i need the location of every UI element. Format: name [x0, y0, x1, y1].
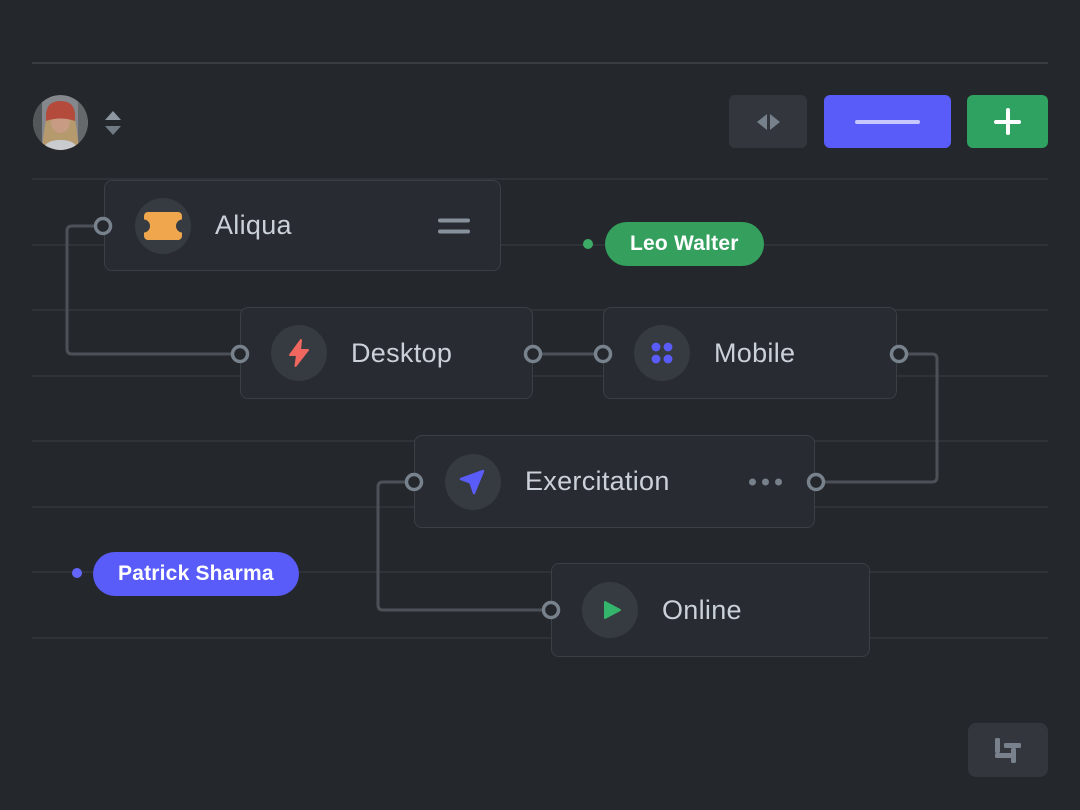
- badge-patrick-sharma[interactable]: Patrick Sharma: [93, 552, 299, 596]
- ticket-icon: [144, 211, 182, 240]
- node-label: Desktop: [351, 337, 453, 368]
- user-avatar-photo: [33, 95, 88, 150]
- avatar[interactable]: [33, 95, 88, 150]
- node-online[interactable]: Online: [551, 563, 870, 657]
- node-desktop[interactable]: Desktop: [240, 307, 533, 399]
- primary-action-button[interactable]: [824, 95, 951, 148]
- node-icon-circle: [135, 197, 191, 254]
- lightning-icon: [289, 339, 309, 367]
- play-icon: [604, 601, 621, 619]
- node-label: Aliqua: [215, 210, 292, 240]
- settings-button[interactable]: [968, 723, 1048, 777]
- node-icon-circle: [445, 453, 501, 510]
- grid-line: [32, 244, 1048, 246]
- node-exercitation[interactable]: Exercitation: [414, 435, 815, 528]
- add-button[interactable]: [967, 95, 1048, 148]
- ellipsis-icon[interactable]: [749, 478, 782, 485]
- grid-line: [32, 309, 1048, 311]
- paper-plane-icon: [459, 469, 485, 494]
- grid-line: [32, 375, 1048, 377]
- badge-dot: [583, 239, 593, 249]
- node-aliqua[interactable]: Aliqua: [104, 180, 501, 271]
- node-icon-circle: [271, 325, 327, 381]
- sort-toggle[interactable]: [103, 109, 123, 137]
- badge-leo-walter[interactable]: Leo Walter: [605, 222, 764, 266]
- arrow-right-icon: [769, 113, 780, 130]
- node-icon-circle: [582, 582, 638, 638]
- collapse-panel-button[interactable]: [729, 95, 807, 148]
- arrow-left-icon: [756, 113, 767, 130]
- triangle-up-icon: [105, 111, 121, 120]
- node-label: Exercitation: [525, 466, 670, 496]
- node-icon-circle: [634, 325, 690, 381]
- dash-line-icon: [855, 119, 920, 124]
- node-label: Online: [662, 594, 742, 625]
- badge-label: Leo Walter: [630, 232, 739, 255]
- node-label: Mobile: [714, 337, 796, 368]
- badge-dot: [72, 568, 82, 578]
- dots-grid-icon: [651, 342, 673, 364]
- drag-handle-icon[interactable]: [438, 218, 470, 233]
- grid-line: [32, 637, 1048, 639]
- badge-label: Patrick Sharma: [118, 562, 274, 585]
- top-separator: [32, 62, 1048, 64]
- sliders-icon: [994, 737, 1022, 763]
- grid-line: [32, 178, 1048, 180]
- plus-icon: [994, 108, 1021, 135]
- node-mobile[interactable]: Mobile: [603, 307, 897, 399]
- triangle-down-icon: [105, 126, 121, 135]
